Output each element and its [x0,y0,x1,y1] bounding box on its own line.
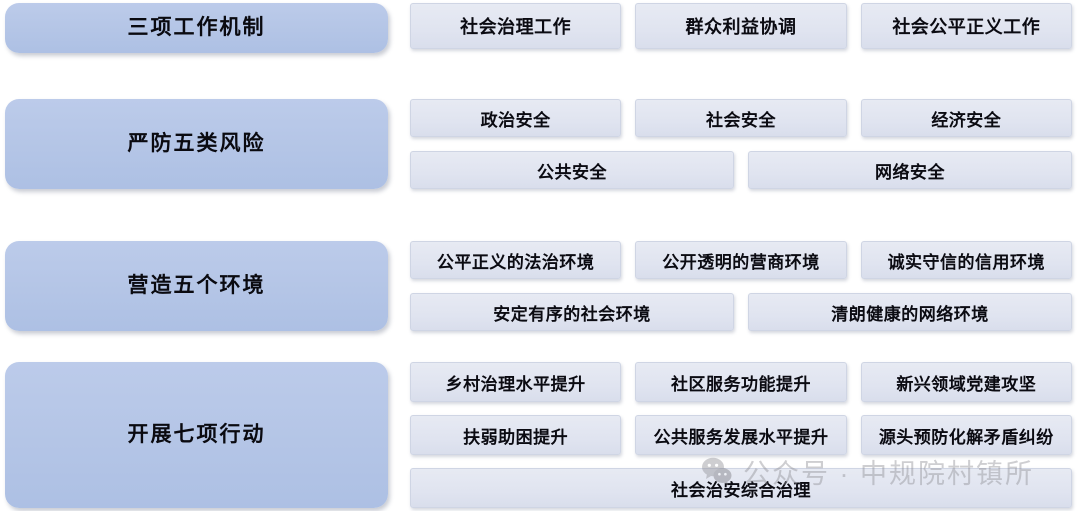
chip-line-3-1: 公平正义的法治环境 公开透明的营商环境 诚实守信的信用环境 [410,241,1072,279]
chip-line-2-1: 政治安全 社会安全 经济安全 [410,99,1072,137]
chip-item[interactable]: 社区服务功能提升 [635,362,847,402]
chip-item[interactable]: 扶弱助困提升 [410,415,622,455]
chip-area-3: 公平正义的法治环境 公开透明的营商环境 诚实守信的信用环境 安定有序的社会环境 … [410,241,1072,331]
chip-item[interactable]: 社会治安综合治理 [410,468,1072,508]
chip-label: 社会治安综合治理 [671,480,811,500]
chip-label: 社会安全 [705,110,776,130]
chip-label: 新兴领域党建攻坚 [896,374,1037,394]
chip-item[interactable]: 公共服务发展水平提升 [635,415,847,455]
category-label-3: 营造五个环境 [127,274,266,298]
chip-line-3-2: 安定有序的社会环境 清朗健康的网络环境 [410,293,1072,331]
chip-item[interactable]: 乡村治理水平提升 [410,362,622,402]
diagram-row-4: 开展七项行动 乡村治理水平提升 社区服务功能提升 新兴领域党建攻坚 扶弱助困提升 [0,362,1080,508]
chip-label: 政治安全 [480,110,551,130]
chip-area-4: 乡村治理水平提升 社区服务功能提升 新兴领域党建攻坚 扶弱助困提升 公共服务发展… [410,362,1072,508]
chip-item[interactable]: 网络安全 [748,151,1072,189]
chip-item[interactable]: 源头预防化解矛盾纠纷 [860,415,1072,455]
category-label-4: 开展七项行动 [127,423,266,447]
chip-item[interactable]: 政治安全 [410,99,622,137]
chip-label: 经济安全 [931,110,1002,130]
chip-item[interactable]: 社会治理工作 [410,3,622,49]
chip-area-2: 政治安全 社会安全 经济安全 公共安全 网络安全 [410,99,1072,189]
category-label-1: 三项工作机制 [127,16,266,40]
chip-line-4-3: 社会治安综合治理 [410,468,1072,508]
chip-label: 扶弱助困提升 [463,427,569,447]
chip-item[interactable]: 新兴领域党建攻坚 [860,362,1072,402]
chip-item[interactable]: 诚实守信的信用环境 [860,241,1072,279]
category-panel-2[interactable]: 严防五类风险 [5,99,388,189]
category-panel-1[interactable]: 三项工作机制 [5,3,388,53]
chip-label: 社会公平正义工作 [892,17,1041,37]
chip-item[interactable]: 清朗健康的网络环境 [748,293,1072,331]
chip-label: 社会治理工作 [460,17,572,37]
category-label-2: 严防五类风险 [127,132,266,156]
chip-label: 网络安全 [875,162,945,182]
chip-item[interactable]: 社会公平正义工作 [860,3,1072,49]
chip-item[interactable]: 群众利益协调 [635,3,847,49]
category-panel-4[interactable]: 开展七项行动 [5,362,388,508]
category-panel-3[interactable]: 营造五个环境 [5,241,388,331]
chip-line-1-1: 社会治理工作 群众利益协调 社会公平正义工作 [410,3,1072,49]
chip-label: 公开透明的营商环境 [662,252,820,272]
chip-line-4-2: 扶弱助困提升 公共服务发展水平提升 源头预防化解矛盾纠纷 [410,415,1072,455]
chip-label: 公平正义的法治环境 [436,252,595,272]
chip-label: 清朗健康的网络环境 [831,304,989,324]
chip-area-1: 社会治理工作 群众利益协调 社会公平正义工作 [410,3,1072,53]
chip-label: 社区服务功能提升 [670,374,811,394]
diagram-row-3: 营造五个环境 公平正义的法治环境 公开透明的营商环境 诚实守信的信用环境 安定有… [0,241,1080,331]
chip-item[interactable]: 安定有序的社会环境 [410,293,734,331]
chip-line-4-1: 乡村治理水平提升 社区服务功能提升 新兴领域党建攻坚 [410,362,1072,402]
chip-label: 诚实守信的信用环境 [887,252,1046,272]
chip-label: 公共安全 [537,162,607,182]
chip-item[interactable]: 公平正义的法治环境 [410,241,622,279]
chip-label: 公共服务发展水平提升 [653,427,829,447]
chip-line-2-2: 公共安全 网络安全 [410,151,1072,189]
chip-label: 源头预防化解矛盾纠纷 [878,427,1054,447]
chip-label: 乡村治理水平提升 [445,374,586,394]
diagram-row-1: 三项工作机制 社会治理工作 群众利益协调 社会公平正义工作 [0,3,1080,53]
chip-item[interactable]: 公共安全 [410,151,734,189]
chip-item[interactable]: 社会安全 [635,99,847,137]
diagram-row-2: 严防五类风险 政治安全 社会安全 经济安全 公共安全 网络安全 [0,99,1080,189]
chip-item[interactable]: 经济安全 [860,99,1072,137]
chip-label: 安定有序的社会环境 [493,304,651,324]
chip-item[interactable]: 公开透明的营商环境 [635,241,847,279]
chip-label: 群众利益协调 [685,17,797,37]
